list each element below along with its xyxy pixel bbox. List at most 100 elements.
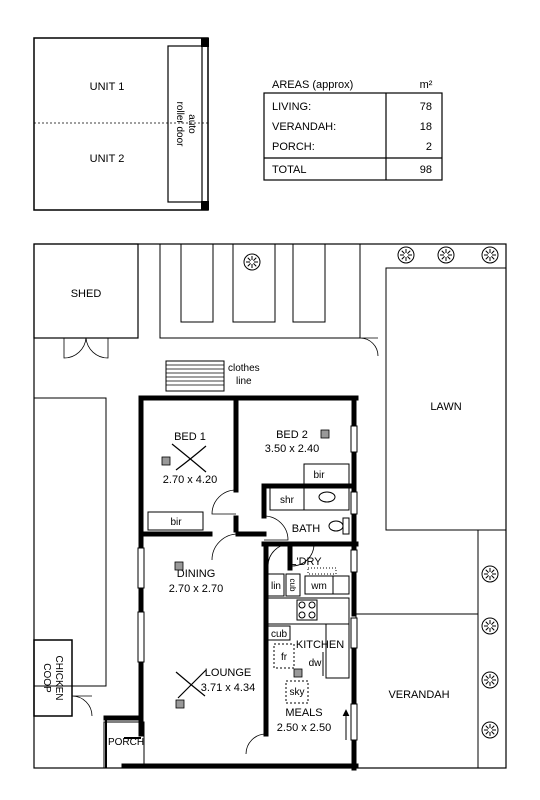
shed-door-swing [63,337,109,359]
bath-label: BATH [292,523,321,535]
window-kitchen [350,617,358,649]
porch-walls [105,718,141,768]
tree-icon [481,721,499,739]
areas-row-porch-value: 2 [426,141,432,153]
toilet-cistern [342,517,350,535]
ldry-label: L'DRY [290,556,322,568]
side-gate-swing [359,337,379,357]
dining-label: DINING [177,568,216,580]
tree-icon [481,671,499,689]
lounge-dims: 3.71 x 4.34 [201,682,255,694]
basin [318,491,336,503]
fr-label: fr [281,652,288,663]
areas-title: AREAS (approx) [272,79,353,91]
laundry-cub-label: cub [288,579,297,592]
bir1-label: bir [170,517,182,528]
house-fittings [147,463,350,740]
chicken-coop-door-swing [71,695,93,717]
kitchen-label: KITCHEN [296,639,344,651]
chicken-coop: CHICKEN COOP [33,639,93,717]
laundry-cupboard [285,573,301,597]
garden-beds [159,243,379,357]
garden-bed-3 [292,243,326,323]
tree-icon [481,617,499,635]
window-ldry [350,549,358,573]
chicken-coop-label-1: CHICKEN [53,655,64,700]
lin-label: lin [271,581,281,592]
areas-unit: m² [420,79,433,91]
door-swings [211,489,315,755]
porch-label: PORCH [108,737,144,748]
shed-label: SHED [71,288,102,300]
areas-row-porch-name: PORCH: [272,141,315,153]
ceiling-fan-icon [171,443,207,473]
areas-row-living-name: LIVING: [272,101,311,113]
skylight [285,680,309,704]
side-path-strip [33,397,107,687]
kitchen-cub-label: cub [271,629,288,640]
bed1-dims: 2.70 x 4.20 [163,474,217,486]
heater-icon [161,429,330,709]
cooktop [296,599,318,621]
lawn-area [385,267,507,531]
chicken-coop-label-2: COOP [41,663,52,693]
tree-icon [481,565,499,583]
garage-outline [33,37,209,211]
meals-label: MEALS [285,707,322,719]
shr-label: shr [280,495,295,506]
roller-door [167,45,203,203]
shed: SHED [33,243,139,359]
tree-icon [243,253,261,271]
areas-row-verandah-value: 18 [420,121,432,133]
tree-icon [397,246,415,264]
vanity [303,487,350,511]
toilet-bowl [328,520,344,532]
bed2-dims: 3.50 x 2.40 [265,443,319,455]
clothes-line: clothes line [165,360,260,392]
unit-2-label: UNIT 2 [90,153,125,165]
garden-bed-1 [180,243,214,323]
window-meals [350,703,358,741]
laundry-window-dotted [307,567,337,575]
garden-beds-outline [159,244,361,339]
roller-door-label-2: roller door [174,101,185,147]
areas-total-value: 98 [420,164,432,176]
wm-label: wm [310,581,327,592]
bed1-label: BED 1 [174,431,206,443]
window-bath [350,491,358,515]
roller-door-label-1: auto [186,114,197,134]
garage-post-bottom [201,201,209,210]
built-in-robe-2 [303,463,350,485]
window-dining [137,547,145,589]
lounge-label: LOUNGE [205,667,251,679]
porch-outline [103,721,145,769]
areas-row-living-value: 78 [420,101,432,113]
unit-1-label: UNIT 1 [90,81,125,93]
dw-label: dw [309,658,323,669]
ceiling-fan-icon [175,669,207,699]
bir2-label: bir [313,470,325,481]
clothes-line-label-2: line [236,376,252,387]
areas-row-verandah-name: VERANDAH: [272,121,336,133]
clothes-line-label-1: clothes [228,363,260,374]
areas-total-label: TOTAL [272,164,306,176]
sky-label: sky [290,687,305,698]
dining-dims: 2.70 x 2.70 [169,583,223,595]
tree-icon [481,246,499,264]
verandah-label: VERANDAH [388,689,449,701]
window-lounge [137,611,145,663]
kitchen-bench-right [325,623,350,679]
areas-table: AREAS (approx) m² LIVING: 78 VERANDAH: 1… [263,79,443,181]
garage: UNIT 1 UNIT 2 auto roller door [33,37,209,211]
tree-icon [437,246,455,264]
chicken-coop-outline [33,639,73,717]
bed2-label: BED 2 [276,429,308,441]
garage-post-top [201,38,209,47]
window-bed2 [350,425,358,453]
clothes-line-frame [165,360,225,392]
meals-dims: 2.50 x 2.50 [277,722,331,734]
windows [137,425,358,741]
built-in-robe-1 [147,511,204,531]
garden-bed-2 [232,243,276,323]
